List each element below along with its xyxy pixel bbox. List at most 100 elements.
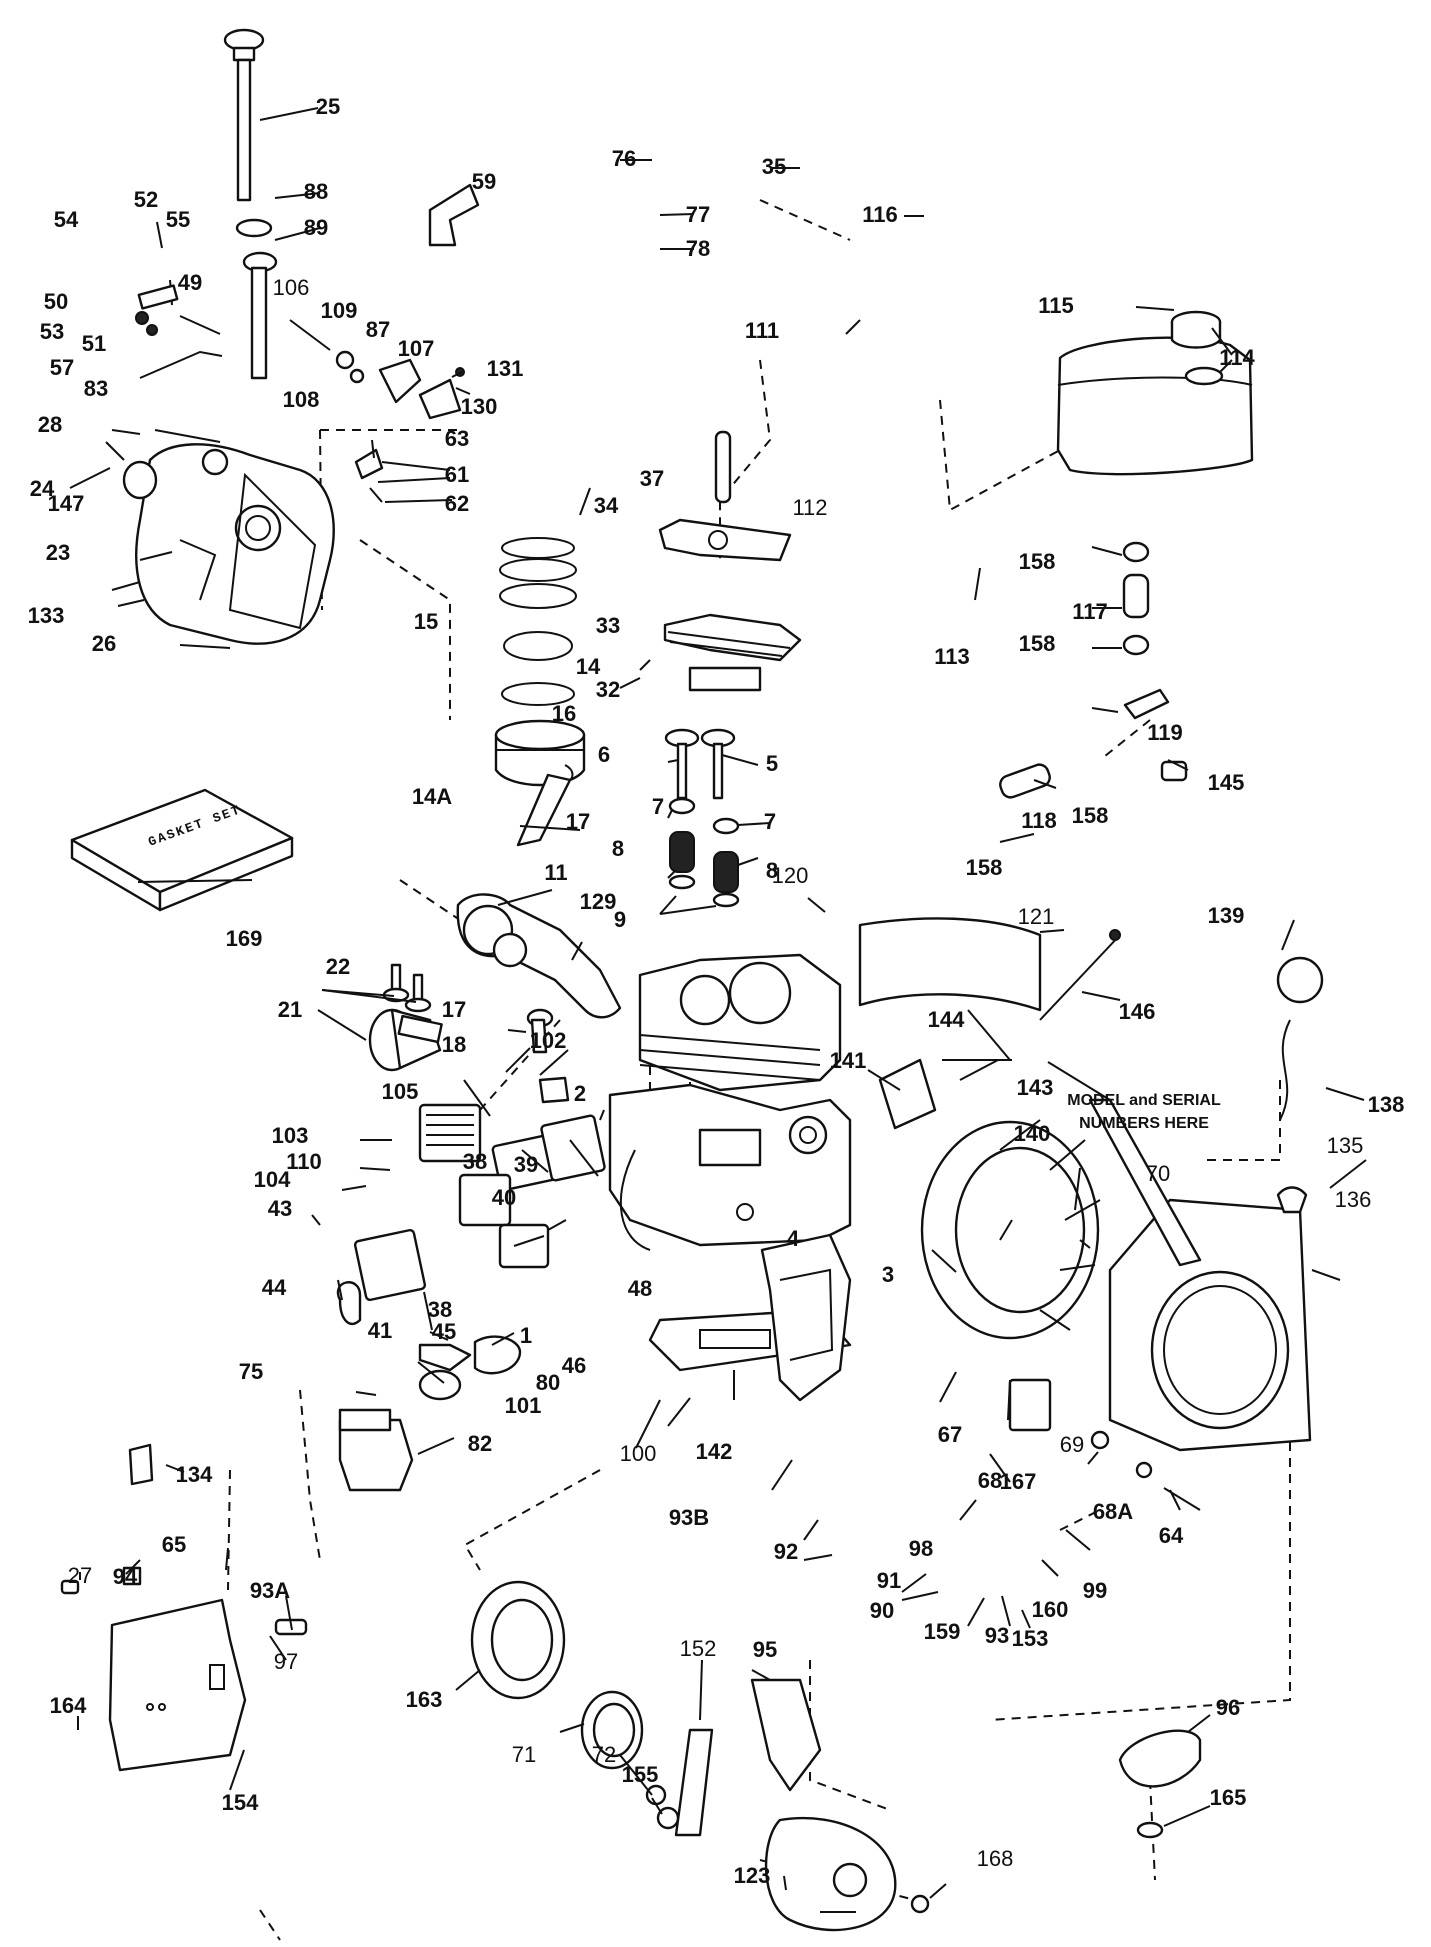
part-callout-50: 50 — [44, 289, 68, 314]
part-callout-77: 77 — [686, 202, 710, 227]
part-callout-87: 87 — [366, 317, 390, 342]
part-callout-35: 35 — [762, 154, 786, 179]
part-callout-8: 8 — [612, 836, 624, 861]
part-callout-158: 158 — [1019, 631, 1056, 656]
part-callout-27: 27 — [68, 1563, 92, 1588]
part-callout-49: 49 — [178, 270, 202, 295]
part-callout-134: 134 — [176, 1462, 213, 1487]
part-callout-61: 61 — [445, 462, 469, 487]
part-callout-91: 91 — [877, 1568, 901, 1593]
part-callout-97: 97 — [274, 1649, 298, 1674]
part-callout-131: 131 — [487, 356, 524, 381]
part-callout-46: 46 — [562, 1353, 586, 1378]
part-callout-99: 99 — [1083, 1578, 1107, 1603]
part-callout-21: 21 — [278, 997, 302, 1022]
crankcase-cover — [111, 429, 335, 645]
part-callout-11: 11 — [544, 860, 567, 885]
part-callout-112: 112 — [792, 495, 827, 520]
part-callout-62: 62 — [445, 491, 469, 516]
part-callout-100: 100 — [620, 1441, 657, 1466]
part-callout-93b: 93B — [669, 1505, 709, 1530]
part-callout-94: 94 — [113, 1564, 138, 1589]
cover-plate-blower — [760, 1233, 852, 1402]
part-callout-38: 38 — [463, 1149, 487, 1174]
part-callout-51: 51 — [82, 331, 106, 356]
part-callout-80: 80 — [536, 1370, 560, 1395]
part-callout-14a: 14A — [412, 784, 452, 809]
part-callout-17: 17 — [566, 809, 590, 834]
part-callout-147: 147 — [48, 491, 85, 516]
part-callout-109: 109 — [321, 298, 358, 323]
part-callout-15: 15 — [414, 609, 438, 634]
part-callout-104: 104 — [254, 1167, 291, 1192]
part-callout-70: 70 — [1146, 1161, 1170, 1186]
part-callout-129: 129 — [580, 889, 617, 914]
part-callout-90: 90 — [870, 1598, 894, 1623]
ignition-parts — [858, 917, 1324, 1479]
part-callout-16: 16 — [552, 701, 576, 726]
part-callout-164: 164 — [50, 1693, 87, 1718]
governor-linkage-parts — [135, 183, 480, 503]
part-callout-167: 167 — [1000, 1469, 1037, 1494]
part-callout-59: 59 — [472, 169, 496, 194]
part-callout-89: 89 — [304, 215, 328, 240]
part-callout-105: 105 — [382, 1079, 419, 1104]
engine-block — [608, 953, 852, 1372]
part-callout-7: 7 — [764, 809, 776, 834]
part-callout-57: 57 — [50, 355, 74, 380]
part-callout-119: 119 — [1147, 720, 1183, 745]
part-callout-143: 143 — [1017, 1075, 1054, 1100]
part-callout-159: 159 — [924, 1619, 961, 1644]
part-callout-40: 40 — [492, 1185, 516, 1210]
part-callout-34: 34 — [594, 493, 619, 518]
part-callout-152: 152 — [680, 1636, 717, 1661]
part-callout-118: 118 — [1021, 808, 1057, 833]
part-callout-18: 18 — [442, 1032, 466, 1057]
part-callout-113: 113 — [934, 644, 970, 669]
carburetor-and-intake — [336, 1076, 606, 1492]
part-callout-93: 93 — [985, 1623, 1009, 1648]
part-callout-9: 9 — [614, 907, 626, 932]
piston-rings-set — [494, 537, 586, 787]
part-callout-67: 67 — [938, 1422, 962, 1447]
part-callout-71: 71 — [512, 1742, 536, 1767]
part-callout-25: 25 — [316, 94, 340, 119]
part-callout-2: 2 — [574, 1081, 586, 1106]
camshaft-and-tappets — [368, 963, 443, 1072]
part-callout-26: 26 — [92, 631, 116, 656]
part-callout-32: 32 — [596, 677, 620, 702]
part-callout-146: 146 — [1119, 999, 1156, 1024]
part-callout-7: 7 — [652, 794, 664, 819]
part-callout-39: 39 — [514, 1152, 538, 1177]
part-callout-110: 110 — [286, 1149, 322, 1174]
part-callout-144: 144 — [928, 1007, 965, 1032]
part-callout-96: 96 — [1216, 1695, 1240, 1720]
part-callout-165: 165 — [1210, 1785, 1247, 1810]
part-callout-163: 163 — [406, 1687, 443, 1712]
part-callout-63: 63 — [445, 426, 469, 451]
part-callout-111: 111 — [745, 318, 779, 343]
part-callout-160: 160 — [1032, 1597, 1069, 1622]
part-callout-139: 139 — [1208, 903, 1245, 928]
part-callout-98: 98 — [909, 1536, 933, 1561]
part-callout-17: 17 — [442, 997, 466, 1022]
part-callout-22: 22 — [326, 954, 350, 979]
part-callout-95: 95 — [753, 1637, 777, 1662]
part-callout-136: 136 — [1335, 1187, 1372, 1212]
part-callout-14: 14 — [576, 654, 601, 679]
part-callout-121: 121 — [1018, 904, 1055, 929]
part-callout-53: 53 — [40, 319, 64, 344]
part-callout-48: 48 — [628, 1276, 652, 1301]
part-callout-135: 135 — [1327, 1133, 1364, 1158]
part-callout-101: 101 — [505, 1393, 542, 1418]
part-callout-23: 23 — [46, 540, 70, 565]
part-callout-168: 168 — [977, 1846, 1014, 1871]
part-callout-1: 1 — [520, 1323, 532, 1348]
part-callout-52: 52 — [134, 187, 158, 212]
part-callout-45: 45 — [432, 1319, 456, 1344]
cylinder-head-and-shroud — [658, 430, 802, 692]
part-callout-93a: 93A — [250, 1578, 290, 1603]
part-callout-114: 114 — [1219, 345, 1255, 370]
part-callout-41: 41 — [368, 1318, 392, 1343]
part-callout-140: 140 — [1014, 1121, 1051, 1146]
